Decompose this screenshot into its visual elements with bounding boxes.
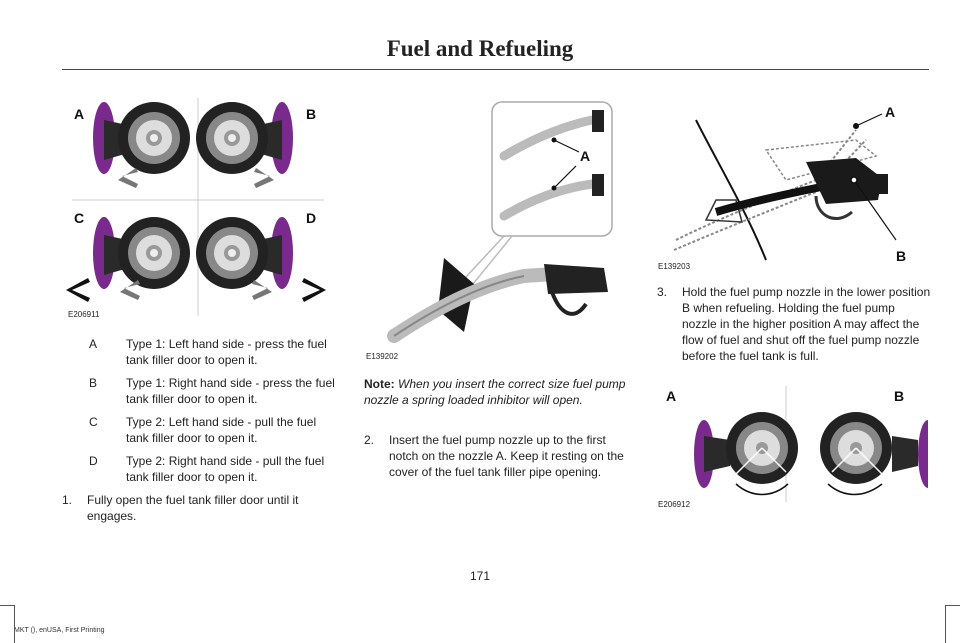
- legend-text: Type 1: Left hand side - press the fuel …: [126, 337, 327, 367]
- legend-text: Type 2: Right hand side - pull the fuel …: [126, 454, 325, 484]
- cap-rotation-illustration: [694, 386, 960, 502]
- step-2: 2. Insert the fuel pump nozzle up to the…: [364, 432, 634, 498]
- pull-arrow-d: [252, 280, 272, 300]
- nozzle-position-illustration: [673, 113, 897, 261]
- note-label: Note:: [364, 377, 395, 391]
- note-paragraph: Note: When you insert the correct size f…: [364, 376, 634, 408]
- legend-text: Type 2: Left hand side - pull the fuel t…: [126, 415, 317, 445]
- legend-item: C Type 2: Left hand side - pull the fuel…: [89, 414, 339, 446]
- figure-label-d: D: [306, 210, 317, 226]
- car-body-line: [695, 119, 767, 261]
- hinge-a: [704, 436, 730, 472]
- nozzle-detail-lower: [499, 179, 597, 221]
- legend-item: D Type 2: Right hand side - pull the fue…: [89, 453, 339, 485]
- push-arrow-a: [118, 168, 138, 188]
- nozzle-detail-upper: [499, 115, 597, 161]
- legend-item: B Type 1: Right hand side - press the fu…: [89, 375, 339, 407]
- step-number: 1.: [62, 493, 73, 507]
- crop-mark: [945, 605, 946, 643]
- note-text: When you insert the correct size fuel pu…: [364, 377, 626, 407]
- step-text: Hold the fuel pump nozzle in the lower p…: [682, 285, 931, 363]
- step-1: 1. Fully open the fuel tank filler door …: [62, 492, 342, 526]
- cap-rotation-figure: A B: [656, 384, 960, 504]
- callout-dot: [853, 123, 859, 129]
- figure-label-b: B: [894, 388, 905, 404]
- header-rule: [62, 69, 929, 70]
- handle-grip: [876, 174, 888, 194]
- pull-arrow-c-black: [66, 278, 90, 302]
- legend-key: D: [89, 454, 98, 468]
- legend-text: Type 1: Right hand side - press the fuel…: [126, 376, 335, 406]
- callout-line: [553, 165, 577, 189]
- pull-arrow-d-black: [302, 278, 326, 302]
- figure-label-b: B: [896, 248, 907, 264]
- angle-line: [735, 447, 763, 475]
- angle-line: [761, 447, 787, 473]
- callout-dot: [551, 185, 557, 191]
- nozzle-insert-illustration: [387, 101, 613, 343]
- cap-d-image: [196, 217, 293, 289]
- callout-line-b: [853, 179, 897, 241]
- figure-code: E206912: [658, 500, 691, 509]
- callout-line-a: [855, 113, 883, 127]
- figure-label-a: A: [885, 104, 896, 120]
- callout-dot: [551, 137, 557, 143]
- trigger-lower: [814, 195, 853, 220]
- legend-list: A Type 1: Left hand side - press the fue…: [89, 336, 339, 486]
- push-arrow-b: [254, 168, 274, 188]
- figure-code: E139202: [366, 352, 399, 361]
- step-3: 3. Hold the fuel pump nozzle in the lowe…: [657, 284, 932, 380]
- figure-label-a: A: [74, 106, 85, 122]
- figure-label-a: A: [666, 388, 677, 404]
- nozzle-trigger: [550, 291, 588, 316]
- step-text: Insert the fuel pump nozzle up to the fi…: [389, 433, 624, 479]
- door-b-panel: [918, 420, 938, 488]
- figure-label-c: C: [74, 210, 85, 226]
- figure-code: E206911: [68, 310, 100, 319]
- crop-mark: [0, 605, 14, 606]
- callout-dot: [850, 176, 858, 184]
- legend-key: A: [89, 337, 98, 351]
- step-number: 3.: [657, 285, 668, 299]
- figure-label-b: B: [306, 106, 317, 122]
- page-title: Fuel and Refueling: [386, 36, 574, 61]
- filler-door-figure: A B C D: [62, 88, 330, 320]
- nozzle-upper-dashed: [675, 129, 857, 241]
- nozzle-insert-figure: A: [364, 96, 634, 358]
- nozzle-handle: [544, 264, 608, 294]
- grip-detail-upper: [592, 110, 604, 132]
- legend-key: C: [89, 415, 98, 429]
- page-number: 171: [469, 569, 491, 583]
- nozzle-upper-dashed-2: [673, 139, 867, 251]
- angle-line: [855, 447, 883, 475]
- cap-c-image: [93, 217, 190, 289]
- filler-neck: [704, 199, 743, 223]
- callout-line: [553, 139, 580, 153]
- pull-arrow-c: [120, 280, 140, 300]
- rotation-arc-b: [827, 483, 883, 496]
- cap-b-image: [196, 102, 293, 174]
- step-text: Fully open the fuel tank filler door unt…: [87, 493, 299, 523]
- rotation-arc-a: [735, 483, 789, 496]
- handle-upper-dashed: [764, 139, 878, 181]
- crop-mark: [14, 605, 15, 643]
- angle-line: [831, 447, 857, 473]
- filler-door-illustration: [66, 98, 326, 316]
- legend-key: B: [89, 376, 98, 390]
- figure-label-a: A: [580, 148, 591, 164]
- figure-code: E139203: [658, 262, 691, 271]
- edition-label: MKT (), enUSA, First Printing: [14, 627, 105, 634]
- step-number: 2.: [364, 433, 375, 447]
- nozzle-position-figure: A B: [656, 100, 926, 266]
- grip-detail-lower: [592, 174, 604, 196]
- nozzle-shade: [393, 275, 525, 337]
- hinge-b: [892, 436, 918, 472]
- legend-item: A Type 1: Left hand side - press the fue…: [89, 336, 339, 368]
- cap-a-image: [93, 102, 190, 174]
- crop-mark: [946, 605, 960, 606]
